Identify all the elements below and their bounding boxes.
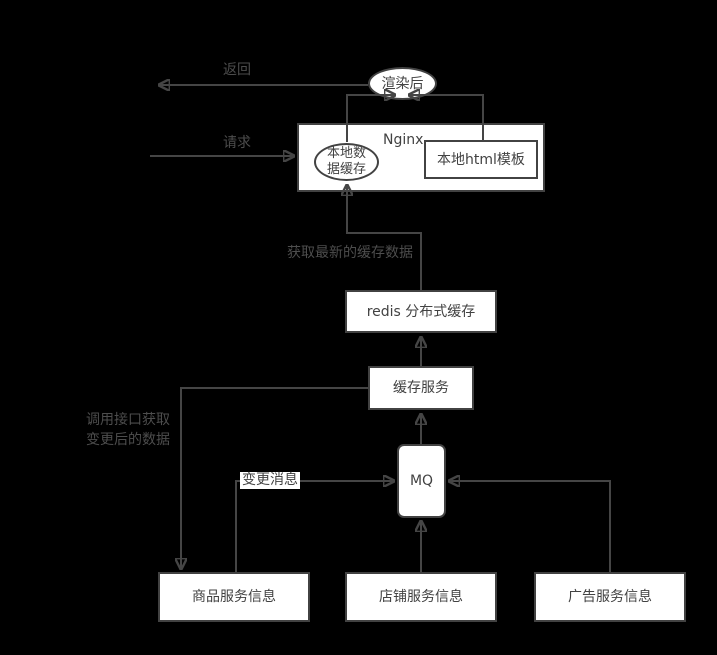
nginx-label: Nginx (383, 132, 424, 148)
edge-label-call-api-for-changes: 调用接口获取 变更后的数据 (86, 412, 170, 448)
node-rendered-result-label: 渲染后 (381, 75, 424, 92)
node-mq-label: MQ (409, 473, 434, 489)
node-product-service-info: 商品服务信息 (158, 572, 310, 622)
edge-redis-to-localcache (347, 185, 422, 290)
node-ad-service-info: 广告服务信息 (534, 572, 686, 622)
node-shop-service-info: 店铺服务信息 (345, 572, 497, 622)
node-mq: MQ (397, 444, 446, 518)
node-redis-label: redis 分布式缓存 (366, 303, 476, 320)
node-redis-distributed-cache: redis 分布式缓存 (345, 290, 497, 333)
edge-label-change-message: 变更消息 (240, 472, 300, 489)
edge-label-request: 请求 (223, 135, 251, 151)
edge-label-fetch-latest-cache: 获取最新的缓存数据 (287, 245, 413, 261)
edge-product-to-mq (235, 481, 394, 572)
node-ad-service-label: 广告服务信息 (568, 589, 652, 605)
node-cache-service-label: 缓存服务 (393, 380, 449, 396)
edge-ad-to-mq (449, 481, 611, 572)
node-local-html-template: 本地html模板 (424, 140, 538, 179)
node-product-service-label: 商品服务信息 (192, 589, 276, 605)
node-cache-service: 缓存服务 (368, 366, 474, 410)
node-rendered-result: 渲染后 (368, 67, 437, 100)
node-shop-service-label: 店铺服务信息 (379, 589, 463, 605)
node-local-data-cache: 本地数据缓存 (314, 143, 379, 181)
edge-label-return: 返回 (223, 62, 251, 78)
node-local-html-template-label: 本地html模板 (437, 151, 525, 168)
node-local-data-cache-label: 本地数据缓存 (326, 146, 366, 177)
